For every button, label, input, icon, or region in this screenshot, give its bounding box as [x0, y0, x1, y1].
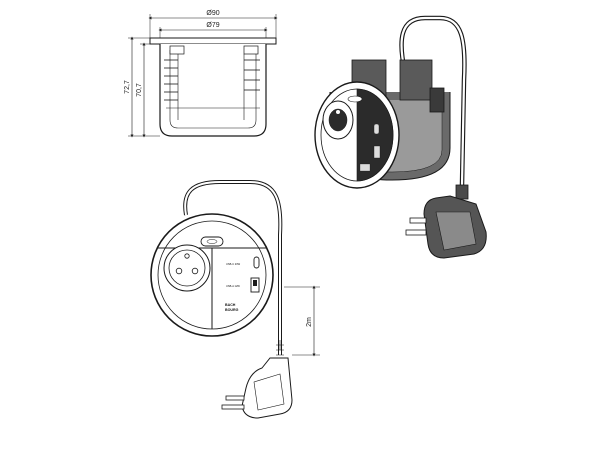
brand-logo-line1: BACH	[225, 303, 236, 307]
body-height-label: 70,7	[136, 83, 143, 97]
total-height-label: 72,7	[124, 80, 131, 94]
isometric-view	[314, 15, 487, 259]
usb-a-label: USB-A 12W	[226, 284, 240, 288]
inner-diameter-label: Ø79	[206, 22, 219, 29]
socket-icon	[322, 100, 354, 140]
usb-c-port-icon	[253, 256, 260, 269]
socket-icon	[163, 244, 211, 292]
front-view	[150, 180, 320, 419]
usb-a-port-icon	[373, 145, 381, 159]
side-view	[128, 14, 278, 138]
outer-diameter-label: Ø90	[206, 10, 219, 17]
cable-length-label: 2m	[306, 317, 313, 327]
plug-icon	[221, 357, 293, 419]
plug-icon	[405, 195, 487, 259]
usb-c-port-icon	[373, 123, 380, 135]
usb-c-label: USB-C 20W	[226, 262, 241, 266]
brand-logo-line2: BOURG	[225, 308, 239, 312]
